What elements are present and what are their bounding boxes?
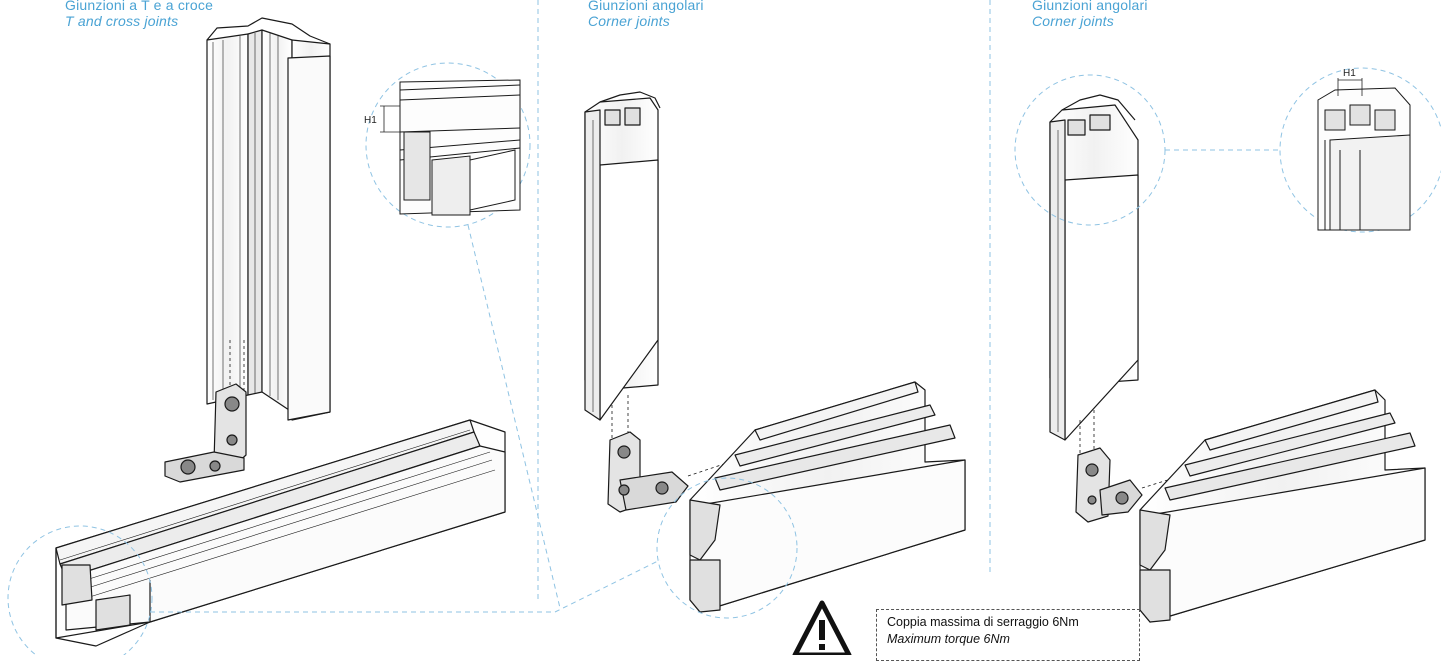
panel-title-en: T and cross joints xyxy=(65,13,179,29)
torque-warning-note: Coppia massima di serraggio 6Nm Maximum … xyxy=(876,609,1140,661)
corner-joint-drawing-alt xyxy=(1049,94,1426,623)
panel-heading-corner-joints: Giunzioni angolari Corner joints xyxy=(588,0,704,29)
panel-title-en: Corner joints xyxy=(588,13,670,29)
corner-joint-drawing xyxy=(584,91,966,613)
detail-leader-line xyxy=(150,559,661,613)
warning-icon xyxy=(792,600,852,655)
corner-joint-detail-magnifier: H1 xyxy=(1279,67,1441,233)
warning-text-it: Coppia massima di serraggio 6Nm xyxy=(887,615,1079,629)
panel-heading-corner-joints-alt: Giunzioni angolari Corner joints xyxy=(1032,0,1148,29)
t-joint-drawing xyxy=(55,17,506,647)
t-joint-section-magnifier xyxy=(7,525,153,655)
panel-title-en: Corner joints xyxy=(1032,13,1114,29)
corner-joint-section-magnifier xyxy=(656,477,798,619)
panel-title-it: Giunzioni angolari xyxy=(588,0,704,13)
detail-leader-line xyxy=(467,224,561,609)
t-joint-detail-magnifier: H1 xyxy=(364,62,531,228)
warning-text-en: Maximum torque 6Nm xyxy=(887,632,1010,646)
panel-heading-t-joints: Giunzioni a T e a croce T and cross join… xyxy=(65,0,213,29)
h1-dimension-label: H1 xyxy=(1343,68,1356,79)
panel-title-it: Giunzioni a T e a croce xyxy=(65,0,214,13)
panel-title-it: Giunzioni angolari xyxy=(1032,0,1148,13)
h1-dimension-label: H1 xyxy=(364,115,377,126)
